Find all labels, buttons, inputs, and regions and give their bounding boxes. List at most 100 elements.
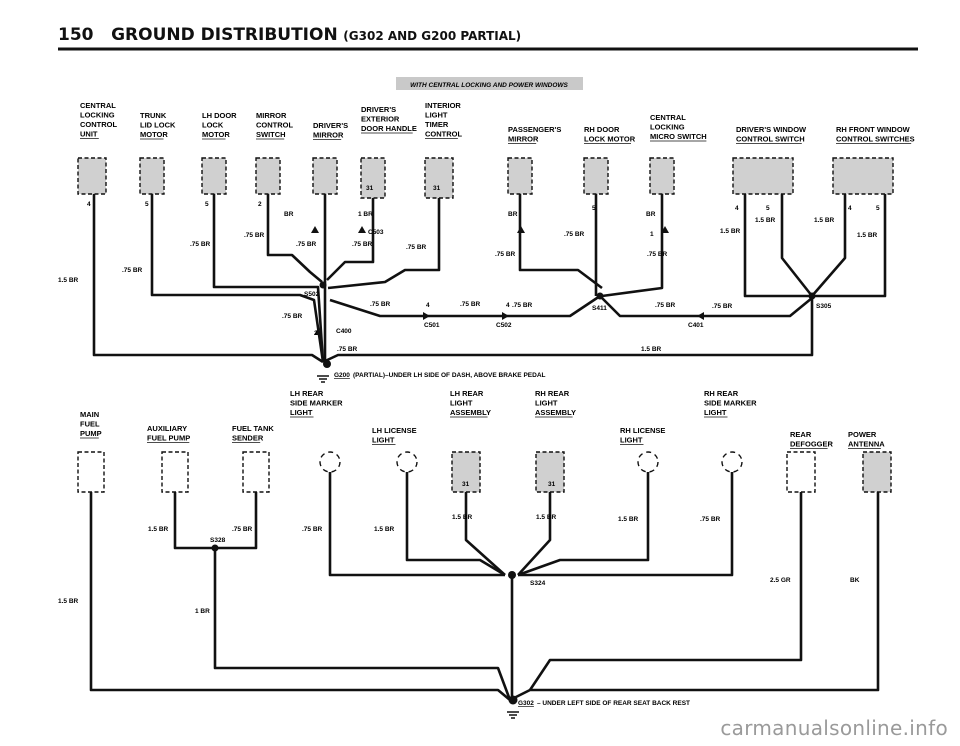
ground-wire	[329, 294, 813, 318]
bottom-component-label: SENDER	[232, 434, 264, 443]
connector-symbol	[311, 226, 319, 233]
connector-symbol	[314, 328, 322, 335]
connector-label: S305	[816, 303, 832, 310]
bottom-component-label: SIDE MARKER	[704, 399, 757, 408]
wire-gauge-label: 1.5 BR	[641, 346, 662, 353]
ground-wire	[518, 472, 734, 577]
ground-wire	[812, 194, 887, 298]
component-box	[242, 451, 270, 493]
component-box	[201, 157, 227, 195]
connector-symbol	[517, 226, 525, 233]
wire-gauge-label: 1.5 BR	[618, 516, 639, 523]
bottom-component-label: AUXILIARY	[147, 424, 187, 433]
bottom-component-label: RH LICENSE	[620, 426, 665, 435]
bulb-symbol	[396, 451, 418, 473]
pin-number: 5	[766, 205, 770, 212]
wire-gauge-label: 1.5 BR	[452, 514, 473, 521]
top-component-label: CENTRAL	[80, 101, 116, 110]
wire-gauge-label: .75 BR	[302, 526, 323, 533]
pin-number: 1	[650, 231, 654, 238]
component-box	[161, 451, 189, 493]
bottom-component-label: SIDE MARKER	[290, 399, 343, 408]
connector-symbol	[502, 312, 509, 320]
wire-gauge-label: .75 BR	[244, 232, 265, 239]
wire-gauge-label: 1.5 BR	[58, 598, 79, 605]
bottom-component-label: REAR	[790, 430, 812, 439]
component-box	[312, 157, 338, 195]
top-component-label: RH DOOR	[584, 125, 620, 134]
bottom-component-label: LIGHT	[620, 436, 643, 445]
pin-number: 4	[735, 205, 739, 212]
wire-gauge-label: 1 BR	[358, 211, 373, 218]
wire-gauge-label: 1.5 BR	[58, 277, 79, 284]
top-component-label: LIGHT	[425, 111, 448, 120]
wire-gauge-label: 1.5 BR	[814, 217, 835, 224]
pin-number: 5	[876, 205, 880, 212]
ground-wire	[601, 194, 664, 298]
ground-wire	[518, 194, 603, 290]
top-component-label: SWITCH	[256, 130, 286, 139]
wire-gauge-label: .75 BR	[296, 241, 317, 248]
connector-label: S411	[592, 305, 607, 312]
component-box	[786, 451, 816, 493]
option-banner: WITH CENTRAL LOCKING AND POWER WINDOWS	[410, 82, 568, 89]
wire-gauge-label: BR	[646, 211, 656, 218]
bottom-component-label: FUEL	[80, 420, 100, 429]
wire-gauge-label: .75 BR	[190, 241, 211, 248]
bottom-component-label: RH REAR	[704, 389, 739, 398]
component-box	[424, 157, 454, 199]
ground-wire	[322, 296, 814, 364]
wire-gauge-label: 1.5 BR	[536, 514, 557, 521]
splice-dot	[323, 360, 331, 368]
top-component-label: CONTROL	[80, 120, 117, 129]
splice-dot	[596, 292, 604, 300]
page-title: GROUND DISTRIBUTION	[111, 25, 338, 45]
wire-gauge-label: .75 BR	[512, 302, 533, 309]
ground-wire	[743, 194, 812, 298]
top-component-label: INTERIOR	[425, 101, 461, 110]
bottom-component-label: RH REAR	[535, 389, 570, 398]
top-component-label: CONTROL	[425, 130, 462, 139]
ground-wire	[89, 492, 511, 701]
connector-label: C502	[496, 322, 512, 329]
component-box	[583, 157, 609, 195]
top-component-label: LID LOCK	[140, 121, 176, 130]
component-box	[862, 451, 892, 493]
pin-number: 31	[548, 481, 556, 488]
ground-wire	[212, 194, 325, 363]
bottom-component-label: MAIN	[80, 410, 99, 419]
wires	[89, 194, 887, 719]
ground-wire	[811, 194, 847, 297]
pin-number: 5	[592, 205, 596, 212]
components	[77, 157, 894, 493]
ground-wire	[464, 492, 506, 576]
wire-gauge-label: 1.5 BR	[374, 526, 395, 533]
ground-g302-label: G302	[518, 700, 534, 707]
splice-dot	[508, 571, 516, 579]
wire-gauge-label: .75 BR	[460, 301, 481, 308]
top-component-label: DRIVER'S	[361, 105, 396, 114]
bottom-component-label: FUEL TANK	[232, 424, 274, 433]
splice-dot	[211, 544, 219, 552]
top-component-label: TRUNK	[140, 111, 167, 120]
connector-symbol	[661, 226, 669, 233]
wire-gauge-label: 1.5 BR	[857, 232, 878, 239]
top-component-label: MOTOR	[202, 130, 230, 139]
wire-gauge-label: .75 BR	[647, 251, 668, 258]
bottom-component-label: PUMP	[80, 429, 102, 438]
wire-gauge-label: .75 BR	[370, 301, 391, 308]
top-component-label: UNIT	[80, 130, 98, 139]
wire-gauge-label: .75 BR	[337, 346, 358, 353]
bottom-component-label: LIGHT	[290, 408, 313, 417]
pin-number: 31	[462, 481, 470, 488]
top-component-label: CENTRAL	[650, 113, 686, 122]
bottom-component-label: LH REAR	[290, 389, 324, 398]
bottom-component-label: ASSEMBLY	[535, 408, 576, 417]
page-number: 150	[58, 25, 94, 45]
component-box	[255, 157, 281, 195]
top-component-label: PASSENGER'S	[508, 125, 561, 134]
component-box	[832, 157, 894, 195]
wire-gauge-label: 1.5 BR	[148, 526, 169, 533]
